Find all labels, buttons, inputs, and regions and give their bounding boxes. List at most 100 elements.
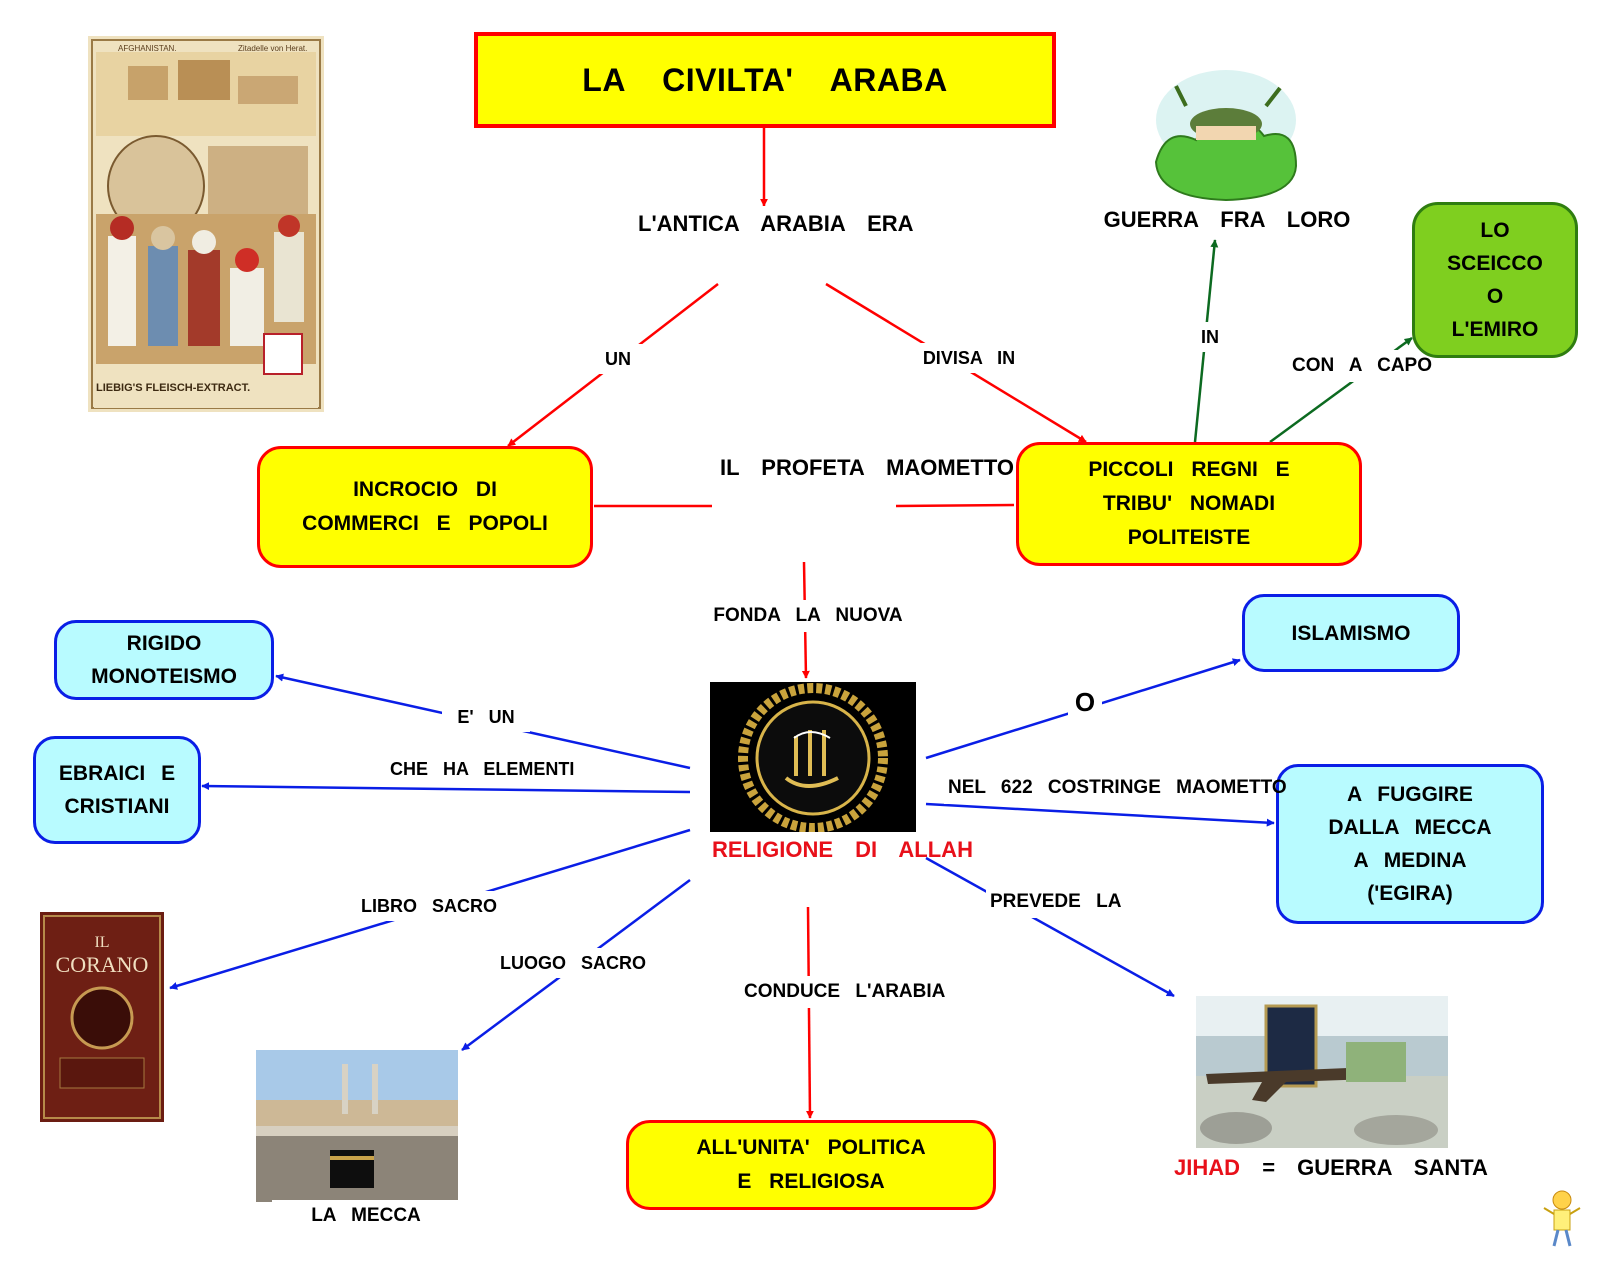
node-sceicco: LO SCEICCO O L'EMIRO — [1412, 202, 1578, 358]
bush-soldier-image — [1146, 66, 1306, 206]
node-arabia-line1: L'ANTICA ARABIA — [638, 211, 845, 236]
label-in: IN — [1190, 322, 1230, 352]
corano-title-line1: IL — [94, 934, 110, 951]
title-box: LA CIVILTA' ARABA — [474, 32, 1056, 128]
node-monoteismo: RIGIDO MONOTEISMO — [54, 620, 274, 700]
label-in-text: IN — [1201, 327, 1219, 347]
node-profeta: IL PROFETA MAOMETTO — [714, 450, 1014, 486]
node-arabia-line2: ERA — [867, 211, 914, 236]
node-fuggire-line2: DALLA MECCA — [1328, 816, 1492, 839]
jihad-image — [1196, 996, 1448, 1148]
node-guerra-text: GUERRA FRA LORO — [1103, 207, 1351, 232]
node-arabia: L'ANTICA ARABIA ERA — [632, 206, 914, 242]
label-divisa: DIVISA IN — [902, 343, 1036, 373]
label-luogo-text: LUOGO SACRO — [499, 953, 646, 973]
node-profeta-line1: IL — [720, 455, 740, 480]
node-profeta-line2: PROFETA — [761, 455, 864, 480]
label-con-capo-line1: CON A — [1292, 355, 1362, 376]
node-unita: ALL'UNITA' POLITICA E RELIGIOSA — [626, 1120, 996, 1210]
label-e-un: E' UN — [442, 702, 530, 732]
mascot-figure — [1543, 1190, 1581, 1247]
allah-image — [710, 682, 916, 834]
label-prevede-line1: PREVEDE — [990, 891, 1081, 912]
corano-cover — [43, 915, 161, 1119]
postcard-image: AFGHANISTAN. Zitadelle von Herat. LIEBIG… — [88, 36, 324, 412]
postcard-caption: LIEBIG'S FLEISCH-EXTRACT. — [96, 382, 251, 394]
node-ebraici-line1: EBRAICI E — [58, 762, 176, 785]
node-fuggire-line3: A MEDINA — [1353, 849, 1467, 872]
mecca-image — [256, 1050, 458, 1202]
label-conduce-line1: CONDUCE — [744, 981, 841, 1002]
label-conduce: CONDUCE L'ARABIA — [740, 976, 945, 1008]
node-religione-line1: RELIGIONE DI — [712, 837, 878, 862]
node-unita-line1: ALL'UNITA' POLITICA — [696, 1136, 926, 1159]
label-e-un-text: E' UN — [457, 707, 515, 727]
label-nel-622: NEL 622 COSTRINGE MAOMETTO — [944, 772, 1287, 804]
node-mecca-text: LA MECCA — [311, 1205, 421, 1226]
link-profeta-regni — [895, 503, 1015, 508]
corano-title-line2: CORANO — [55, 952, 149, 977]
node-islamismo: ISLAMISMO — [1242, 594, 1460, 672]
postcard-illustration — [88, 36, 324, 412]
label-un: UN — [590, 344, 646, 374]
jihad-photo — [1196, 996, 1448, 1148]
node-incrocio-line2: COMMERCI E POPOLI — [302, 512, 548, 535]
label-luogo: LUOGO SACRO — [478, 948, 668, 978]
node-guerra: GUERRA FRA LORO — [1086, 202, 1368, 238]
corano-image: IL CORANO — [40, 912, 164, 1122]
node-regni-line2: TRIBU' NOMADI — [1102, 492, 1276, 515]
label-o-text: O — [1074, 687, 1096, 717]
label-divisa-text: DIVISA IN — [922, 348, 1016, 368]
bush-soldier-illustration — [1154, 70, 1298, 202]
node-ebraici: EBRAICI E CRISTIANI — [33, 736, 201, 844]
mascot-icon — [1538, 1188, 1586, 1252]
node-jihad-rest: = GUERRA SANTA — [1262, 1155, 1488, 1180]
node-monoteismo-line2: MONOTEISMO — [91, 665, 237, 688]
node-sceicco-line4: L'EMIRO — [1451, 318, 1539, 341]
label-nel-622-line1: NEL 622 COSTRINGE — [948, 777, 1161, 798]
node-fuggire-line1: A FUGGIRE — [1347, 783, 1473, 806]
label-prevede-line2: LA — [1096, 891, 1122, 912]
label-fonda: FONDA LA NUOVA — [680, 600, 936, 632]
node-incrocio: INCROCIO DI COMMERCI E POPOLI — [257, 446, 593, 568]
node-sceicco-line3: O — [1486, 285, 1504, 308]
label-conduce-line2: L'ARABIA — [855, 981, 946, 1002]
postcard-top-right: Zitadelle von Herat. — [238, 44, 308, 53]
label-con-capo: CON A CAPO — [1288, 350, 1432, 382]
label-che-ha-line1: CHE HA — [390, 759, 469, 779]
label-con-capo-line2: CAPO — [1377, 355, 1432, 376]
link-religione-ebraici — [201, 782, 691, 794]
node-sceicco-line1: LO — [1480, 219, 1510, 242]
node-regni-line3: POLITEISTE — [1127, 526, 1251, 549]
label-libro-text: LIBRO SACRO — [361, 896, 497, 916]
label-nel-622-line2: MAOMETTO — [1176, 777, 1287, 798]
node-jihad-word: JIHAD — [1174, 1155, 1241, 1180]
link-religione-fuggire — [925, 802, 1275, 827]
postcard-top-left: AFGHANISTAN. — [118, 44, 177, 53]
mecca-photo — [256, 1050, 458, 1202]
label-fonda-text: FONDA LA NUOVA — [713, 605, 903, 626]
node-mecca: LA MECCA — [272, 1200, 460, 1232]
page-title: LA CIVILTA' ARABA — [582, 61, 948, 98]
node-fuggire-line4: ('EGIRA) — [1367, 882, 1453, 905]
label-prevede: PREVEDE LA — [986, 886, 1121, 918]
node-jihad: JIHAD = GUERRA SANTA — [1144, 1150, 1518, 1186]
node-monoteismo-line1: RIGIDO — [126, 632, 202, 655]
label-che-ha-line2: ELEMENTI — [483, 759, 575, 779]
link-religione-jihad — [925, 856, 1175, 998]
node-ebraici-line2: CRISTIANI — [64, 795, 170, 818]
label-un-text: UN — [605, 349, 631, 369]
node-unita-line2: E RELIGIOSA — [737, 1170, 885, 1193]
node-religione: RELIGIONE DI ALLAH — [706, 832, 973, 868]
node-regni-line1: PICCOLI REGNI E — [1088, 458, 1290, 481]
label-libro: LIBRO SACRO — [340, 891, 518, 921]
node-sceicco-line2: SCEICCO — [1447, 252, 1543, 275]
label-o: O — [1068, 684, 1102, 720]
node-profeta-line3: MAOMETTO — [886, 455, 1014, 480]
link-religione-unita — [805, 906, 814, 1119]
node-religione-line2: ALLAH — [898, 837, 973, 862]
allah-emblem — [738, 683, 888, 833]
node-regni: PICCOLI REGNI E TRIBU' NOMADI POLITEISTE — [1016, 442, 1362, 566]
node-incrocio-line1: INCROCIO DI — [353, 478, 497, 501]
label-che-ha: CHE HA ELEMENTI — [386, 754, 574, 784]
